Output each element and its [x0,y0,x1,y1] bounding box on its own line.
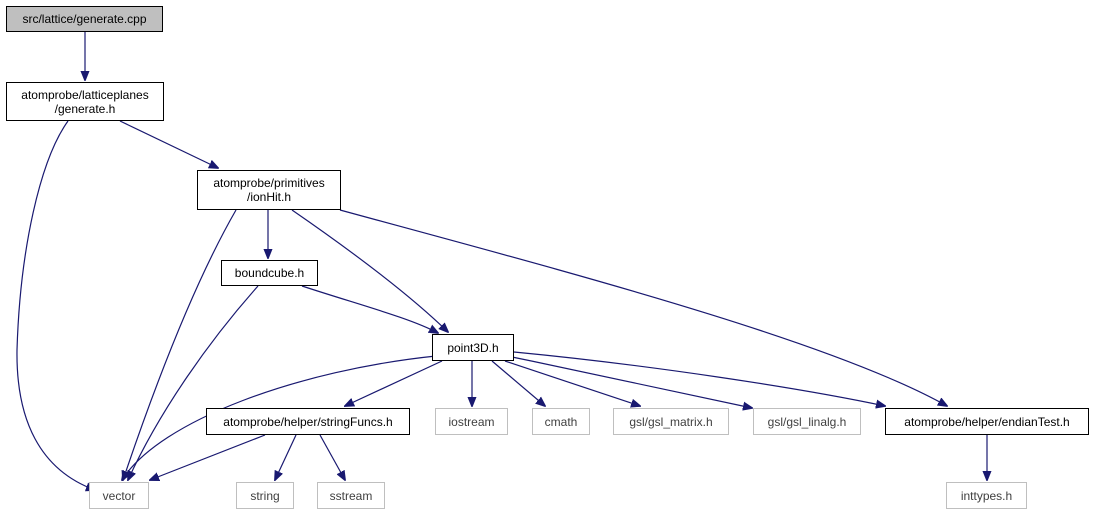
edge-point3d-h-to-vector [122,355,437,480]
node-gsl-linalg: gsl/gsl_linalg.h [753,408,861,435]
edge-boundcube-h-to-vector [128,285,259,480]
edge-ionhit-h-to-point3d-h [291,209,448,332]
edge-point3d-h-to-gsl-linalg [511,356,752,408]
node-sstream: sstream [317,482,385,509]
node-inttypes: inttypes.h [946,482,1027,509]
node-boundcube-h[interactable]: boundcube.h [221,260,318,286]
edge-boundcube-h-to-point3d-h [301,285,438,333]
node-generate-h[interactable]: atomprobe/latticeplanes /generate.h [6,82,164,121]
node-vector: vector [89,482,149,509]
edge-point3d-h-to-endiantest-h [513,351,885,406]
edge-ionhit-h-to-vector [123,209,237,480]
node-generate-cpp[interactable]: src/lattice/generate.cpp [6,6,163,32]
edge-point3d-h-to-stringfuncs-h [345,360,443,406]
node-iostream: iostream [435,408,508,435]
edge-generate-h-to-ionhit-h [119,120,218,168]
node-ionhit-h[interactable]: atomprobe/primitives /ionHit.h [197,170,341,210]
node-point3d-h[interactable]: point3D.h [432,334,514,361]
node-cmath: cmath [532,408,590,435]
edge-stringfuncs-h-to-vector [150,434,266,480]
node-gsl-matrix: gsl/gsl_matrix.h [613,408,729,435]
node-endiantest-h[interactable]: atomprobe/helper/endianTest.h [885,408,1089,435]
edge-stringfuncs-h-to-sstream [319,434,345,480]
edge-generate-h-to-vector [16,120,95,490]
edge-point3d-h-to-gsl-matrix [504,360,640,406]
edge-point3d-h-to-cmath [491,360,545,406]
node-string: string [236,482,294,509]
edge-ionhit-h-to-endiantest-h [339,209,947,406]
node-stringfuncs-h[interactable]: atomprobe/helper/stringFuncs.h [206,408,410,435]
edge-stringfuncs-h-to-string [275,434,297,480]
